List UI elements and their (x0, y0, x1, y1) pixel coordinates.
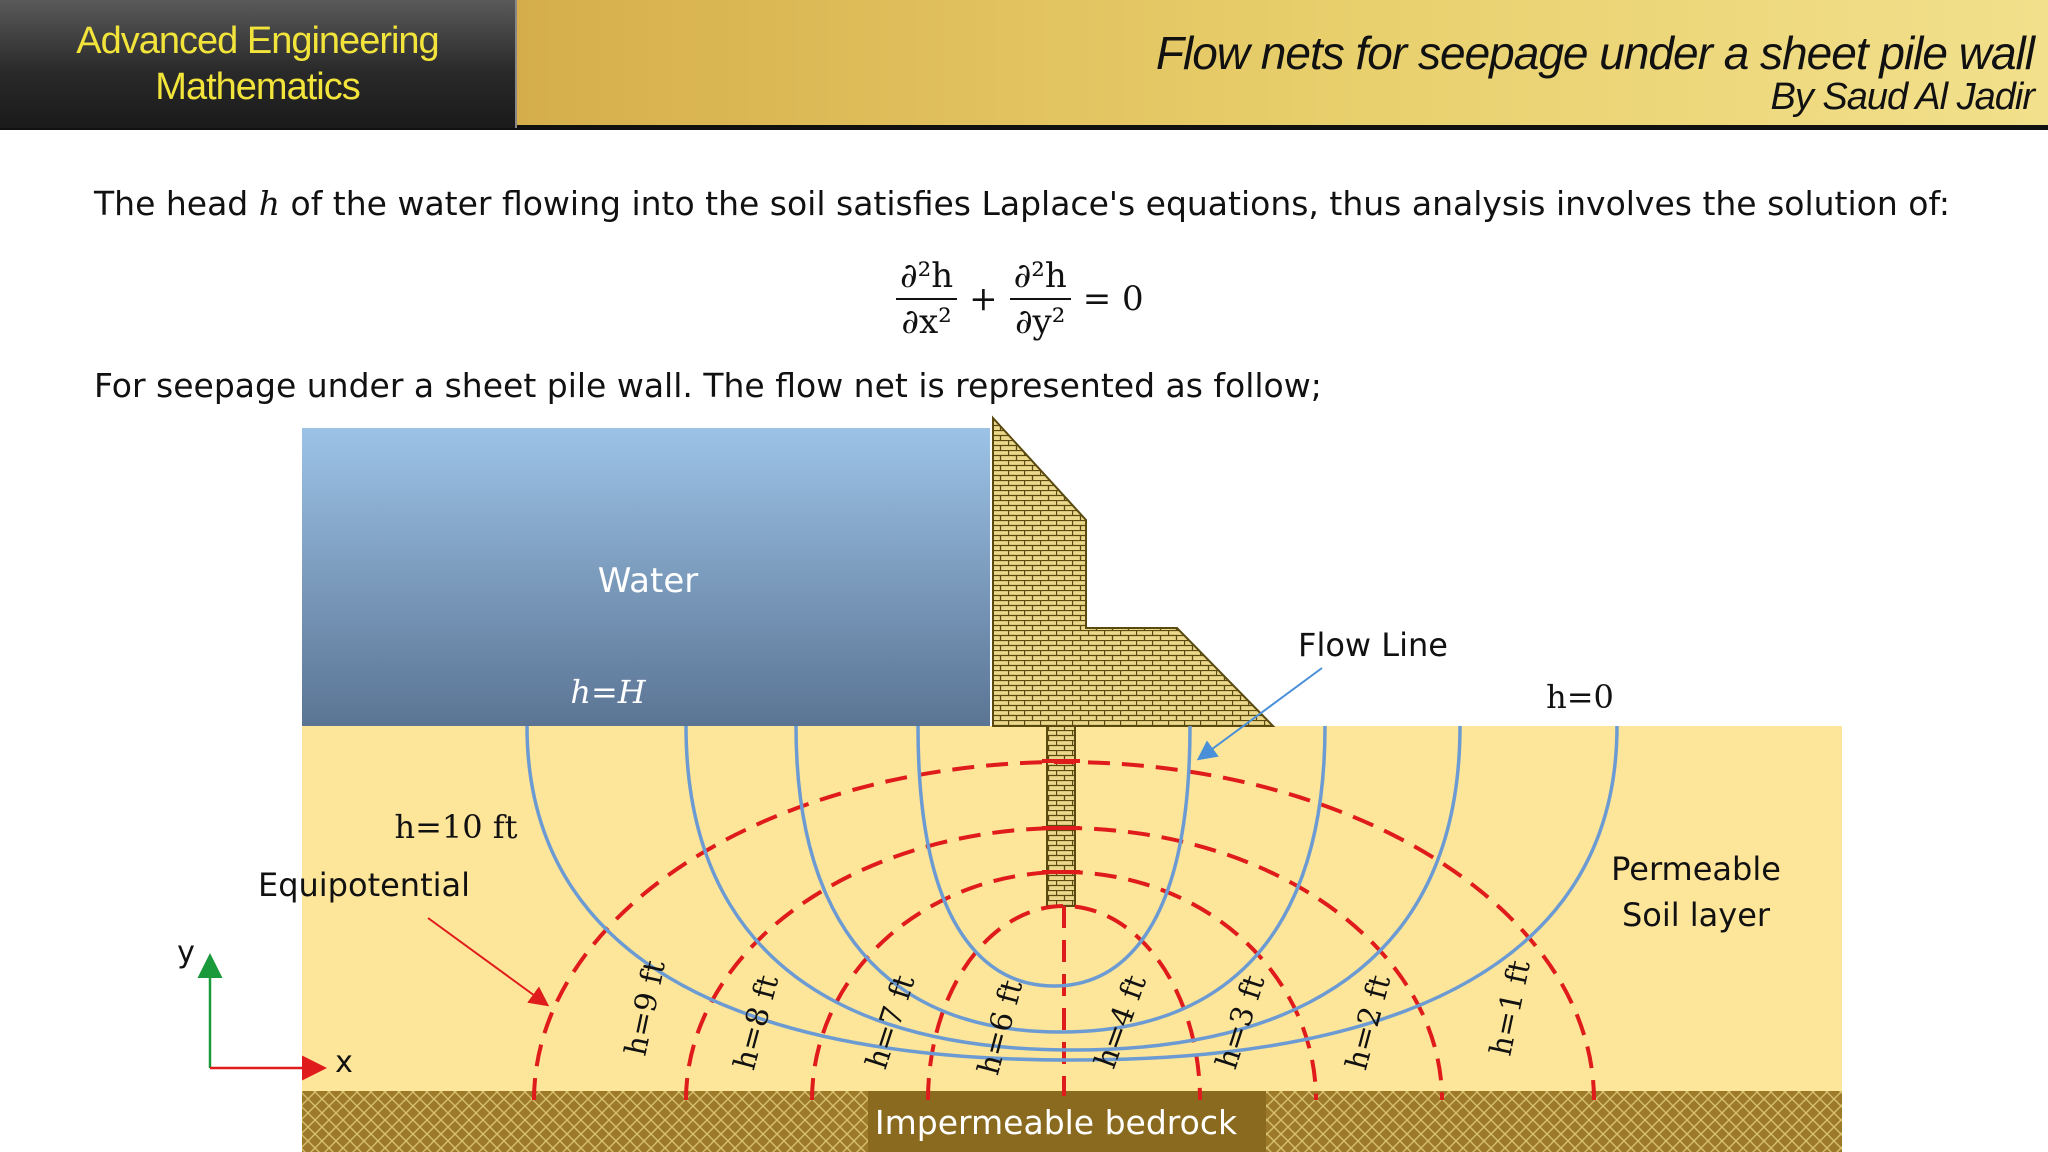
slide-header: Advanced Engineering Mathematics Flow ne… (0, 0, 2048, 130)
bedrock-label-background (868, 1091, 1266, 1152)
flow-line-label: Flow Line (1298, 626, 1448, 664)
equipotential-pointer (427, 917, 550, 1007)
flow-line-pointer (1196, 667, 1323, 761)
head-variable: h (258, 184, 281, 223)
logo-line-2: Mathematics (155, 66, 360, 108)
water-label: Water (598, 561, 699, 601)
flow-line-4 (916, 726, 1192, 988)
sheet-pile (1046, 725, 1076, 907)
soil-label-line-1: Permeable (1611, 850, 1781, 888)
fraction-y-numerator: ∂²h (1009, 254, 1071, 300)
fraction-y: ∂²h ∂y² (1009, 254, 1071, 344)
y-axis-label: y (177, 935, 195, 970)
flow-line-2 (684, 726, 1462, 1052)
course-logo: Advanced Engineering Mathematics (0, 0, 517, 128)
head-downstream-label: h=0 (1546, 678, 1614, 716)
slide-title: Flow nets for seepage under a sheet pile… (1155, 27, 2035, 79)
intro-text: The head h of the water flowing into the… (94, 184, 1950, 223)
equals-zero: = 0 (1082, 279, 1144, 319)
fraction-x: ∂²h ∂x² (896, 254, 958, 344)
flow-line-3 (794, 726, 1327, 1034)
soil-label-line-2: Soil layer (1622, 896, 1771, 934)
equipotential-label: Equipotential (258, 866, 470, 904)
laplace-equation: ∂²h ∂x² + ∂²h ∂y² = 0 (892, 254, 1152, 344)
slide-author: By Saud Al Jadir (1770, 76, 2035, 118)
fraction-x-denominator: ∂x² (901, 302, 952, 342)
head-upstream-label: h=H (570, 673, 646, 711)
intro-after: of the water flowing into the soil satis… (280, 184, 1951, 223)
flow-lines (525, 726, 1619, 1062)
dam-wall (992, 415, 1276, 727)
water-body (302, 428, 990, 726)
fraction-x-numerator: ∂²h (896, 254, 958, 300)
x-axis-label: x (335, 1045, 353, 1080)
intro-before: The head (94, 184, 259, 223)
logo-line-1: Advanced Engineering (76, 20, 439, 62)
bedrock-label: Impermeable bedrock (875, 1103, 1238, 1142)
intro-text-2: For seepage under a sheet pile wall. The… (94, 366, 1322, 405)
fraction-y-denominator: ∂y² (1014, 302, 1066, 342)
flow-line-1 (525, 726, 1619, 1062)
head-10-label: h=10 ft (394, 808, 517, 846)
plus-sign: + (969, 279, 998, 319)
